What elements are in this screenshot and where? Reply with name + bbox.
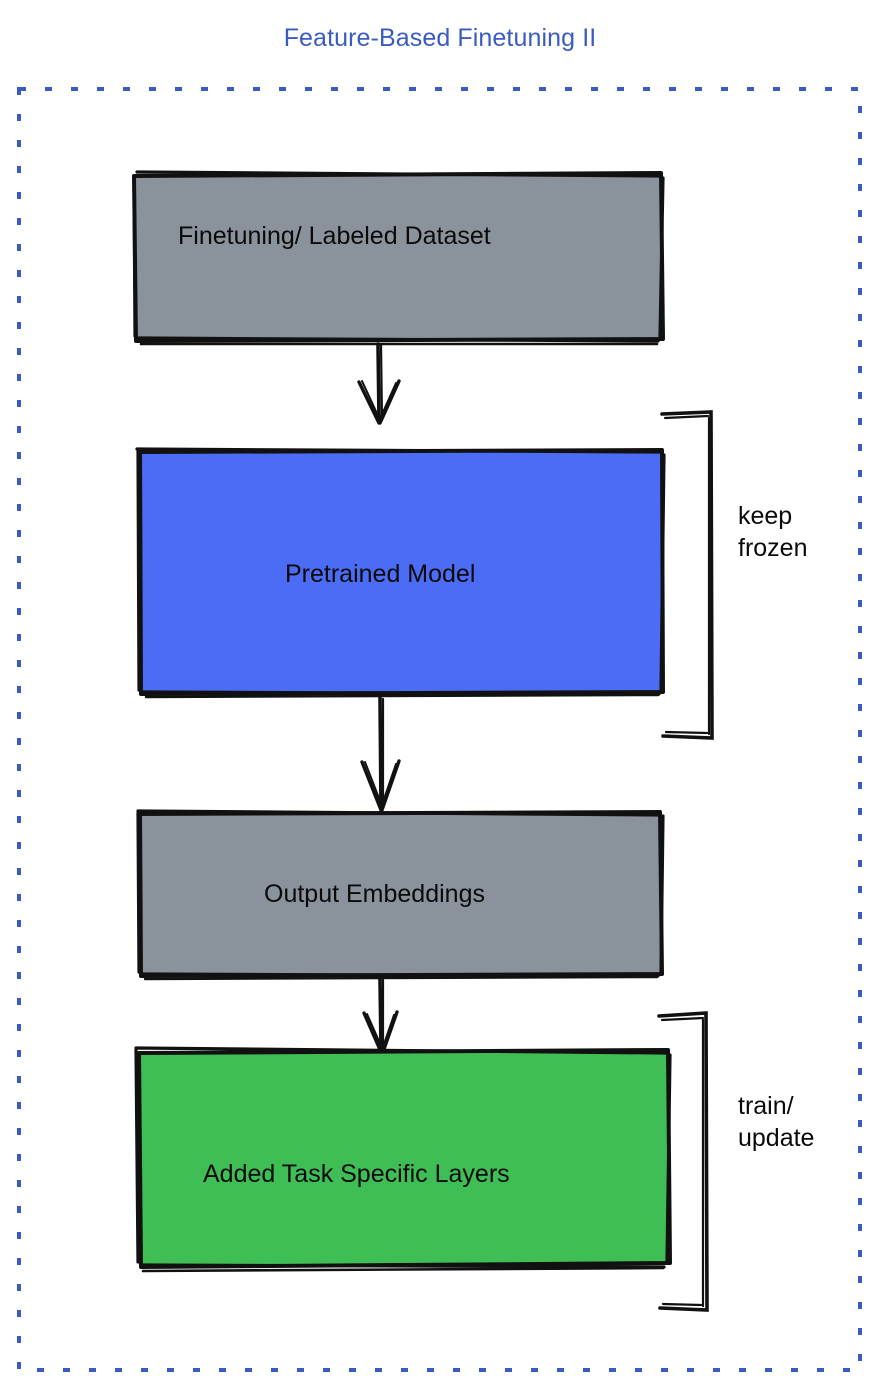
annotation-train-update: train/ update bbox=[738, 1092, 815, 1152]
node-task-layers-sketch-underline bbox=[141, 1266, 665, 1273]
node-output-embeddings[interactable] bbox=[136, 809, 665, 981]
node-task-layers-sketch-outline bbox=[134, 1046, 672, 1269]
edge-model-to-embeddings bbox=[360, 695, 401, 812]
bracket-keep-frozen bbox=[660, 410, 714, 740]
node-pretrained-model-sketch-outline bbox=[135, 447, 666, 696]
node-pretrained-model-sketch-underline bbox=[144, 693, 660, 699]
diagram-outer-border bbox=[17, 87, 862, 1372]
edge-embeddings-to-task-layers bbox=[362, 977, 399, 1054]
node-task-layers[interactable] bbox=[134, 1046, 672, 1273]
edge-dataset-to-model bbox=[357, 342, 401, 425]
node-dataset-sketch-outline bbox=[132, 170, 665, 343]
node-task-layers-shape bbox=[137, 1048, 672, 1269]
node-pretrained-model[interactable] bbox=[135, 447, 666, 699]
node-pretrained-model-shape bbox=[138, 448, 665, 696]
annotation-keep-frozen: keep frozen bbox=[738, 502, 808, 562]
node-dataset[interactable] bbox=[132, 170, 665, 346]
node-output-embeddings-shape bbox=[138, 810, 664, 978]
diagram-title: Feature-Based Finetuning II bbox=[283, 24, 597, 52]
node-output-embeddings-sketch-outline bbox=[136, 809, 665, 978]
bracket-train-update bbox=[657, 1011, 709, 1312]
node-output-embeddings-sketch-underline bbox=[143, 975, 659, 981]
node-dataset-shape bbox=[132, 171, 665, 343]
